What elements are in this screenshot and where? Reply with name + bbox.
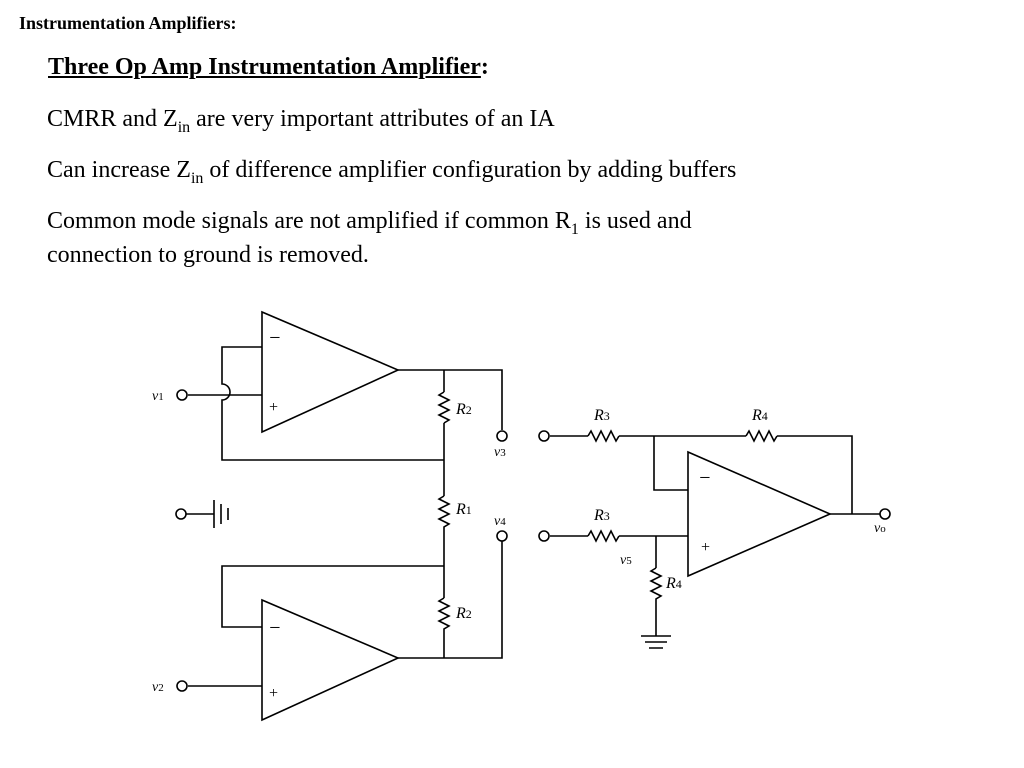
bullet-text: are very important attributes of an IA <box>190 106 555 132</box>
label-r3-top: R3 <box>593 407 610 424</box>
label-v5: v5 <box>620 553 632 568</box>
opamp-a2-plus: + <box>268 685 279 702</box>
bullet-common-mode-cont: connection to ground is removed. <box>47 238 369 272</box>
label-vo: vo <box>874 521 886 536</box>
label-v4: v4 <box>494 514 506 529</box>
bullet-text: CMRR and Z <box>47 106 178 132</box>
wires-a1 <box>188 346 503 496</box>
resistor-r4-top <box>745 429 778 443</box>
terminal-ground <box>175 508 187 520</box>
label-v2: v2 <box>152 680 164 695</box>
bullet-text: Common mode signals are not amplified if… <box>47 208 571 234</box>
label-r1: R1 <box>455 501 472 518</box>
resistor-r3-top <box>587 429 620 443</box>
bullet-increase-zin: Can increase Zin of difference amplifier… <box>47 153 736 187</box>
opamp-a1 <box>261 310 400 434</box>
bullet-text: Can increase Z <box>47 157 191 183</box>
bullet-cmrr: CMRR and Zin are very important attribut… <box>47 102 555 136</box>
subtitle-text: Three Op Amp Instrumentation Amplifier <box>48 54 481 80</box>
opamp-a3-minus: − <box>698 467 712 489</box>
subscript: in <box>177 119 191 136</box>
label-r4-bottom: R4 <box>665 575 682 592</box>
opamp-a3-plus: + <box>700 539 711 556</box>
terminal-v3 <box>496 430 508 442</box>
label-v1: v1 <box>152 389 164 404</box>
subscript: in <box>190 170 204 187</box>
resistor-r1 <box>437 495 451 598</box>
resistor-r3-bottom <box>587 529 620 543</box>
wires-a3 <box>550 429 880 649</box>
opamp-a2 <box>261 598 400 722</box>
ground-symbol-left <box>186 500 229 528</box>
bullet-text: of difference amplifier configuration by… <box>203 157 737 183</box>
subscript: 1 <box>570 221 579 238</box>
terminal-r3-bottom-input <box>538 530 550 542</box>
slide-subtitle: Three Op Amp Instrumentation Amplifier: <box>48 54 489 81</box>
terminal-v1 <box>176 389 188 401</box>
subtitle-colon: : <box>480 54 489 80</box>
label-r3-bottom: R3 <box>593 507 610 524</box>
slide-header: Instrumentation Amplifiers: <box>19 13 237 33</box>
bullet-text: connection to ground is removed. <box>47 242 369 268</box>
terminal-vo <box>879 508 891 520</box>
label-r2-bottom: R2 <box>455 605 472 622</box>
label-r4-top: R4 <box>751 407 768 424</box>
label-v3: v3 <box>494 445 506 460</box>
opamp-a1-minus: − <box>268 327 282 349</box>
terminal-v2 <box>176 680 188 692</box>
opamp-a1-plus: + <box>268 399 279 416</box>
opamp-a2-minus: − <box>268 617 282 639</box>
ground-symbol-right <box>641 635 671 649</box>
wires-a2 <box>188 540 503 687</box>
terminal-r3-top-input <box>538 430 550 442</box>
terminal-v4 <box>496 530 508 542</box>
bullet-text: is used and <box>578 208 692 234</box>
resistor-r4-bottom <box>649 567 663 636</box>
opamp-a3 <box>687 450 832 578</box>
label-r2-top: R2 <box>455 401 472 418</box>
bullet-common-mode: Common mode signals are not amplified if… <box>47 204 692 238</box>
